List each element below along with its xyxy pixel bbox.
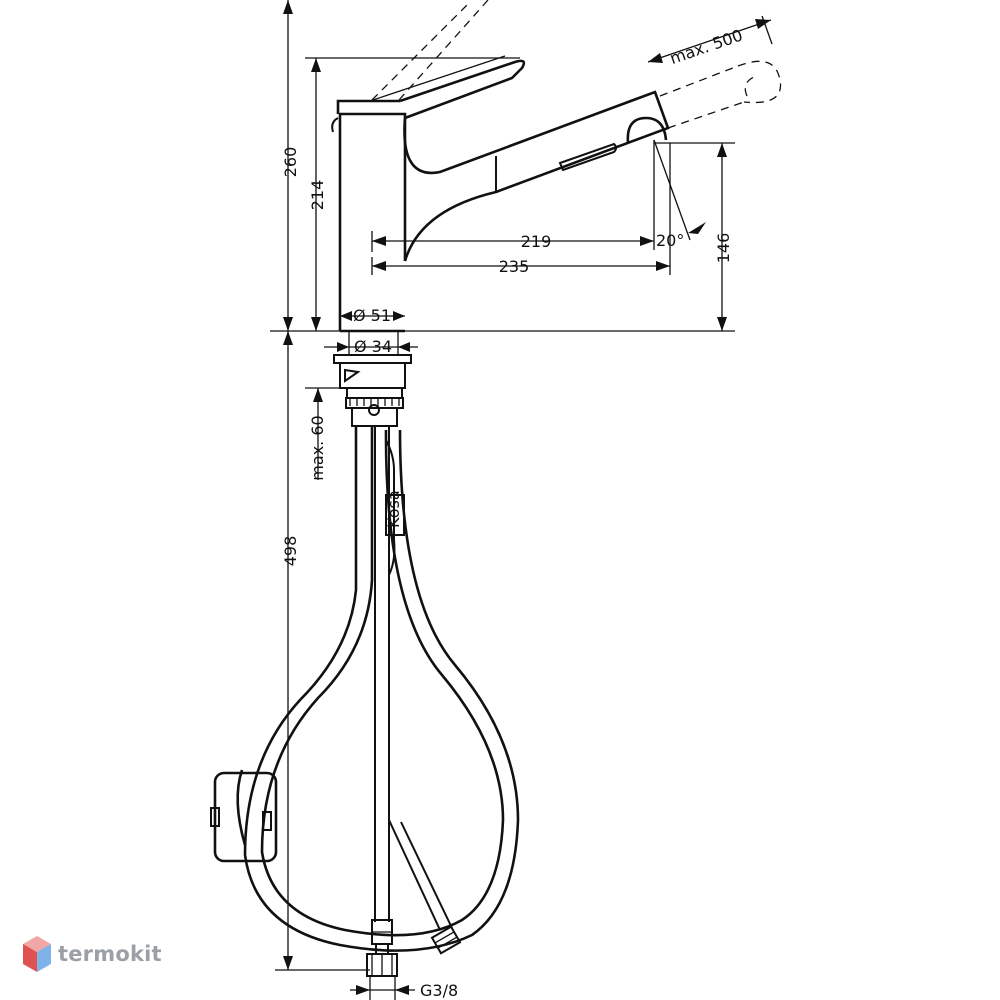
dim-connection: G3/8	[420, 981, 458, 1000]
termokit-logo-icon	[23, 936, 51, 972]
dim-angle: 20°	[656, 231, 684, 250]
dim-base-diameter: Ø 51	[353, 306, 391, 325]
side-hose-nut	[430, 925, 462, 955]
hose-assembly: Kosa	[210, 426, 520, 977]
dim-spout-height: 214	[308, 180, 327, 211]
dimension-lines	[275, 0, 773, 1000]
dim-reach-219: 219	[521, 232, 552, 251]
dim-total-height: 260	[281, 147, 300, 178]
dim-outlet-height: 146	[714, 233, 733, 264]
dim-max-pullout: max. 500	[667, 26, 745, 69]
dim-hose-length: 498	[281, 536, 300, 567]
hose-weight-box	[213, 771, 278, 863]
dim-reach-235: 235	[499, 257, 530, 276]
hose-tag-label: Kosa	[384, 490, 403, 528]
watermark-text: termokit	[58, 942, 162, 966]
termokit-watermark: termokit	[22, 934, 162, 974]
dim-shank-diameter: Ø 34	[354, 337, 392, 356]
faucet-body	[270, 0, 782, 333]
mounting-assembly	[333, 354, 412, 427]
dim-max-counter: max. 60	[308, 415, 327, 480]
dimension-labels: 260 214 146 219 235 Ø 51 Ø 34 max. 500 2…	[281, 26, 745, 1000]
